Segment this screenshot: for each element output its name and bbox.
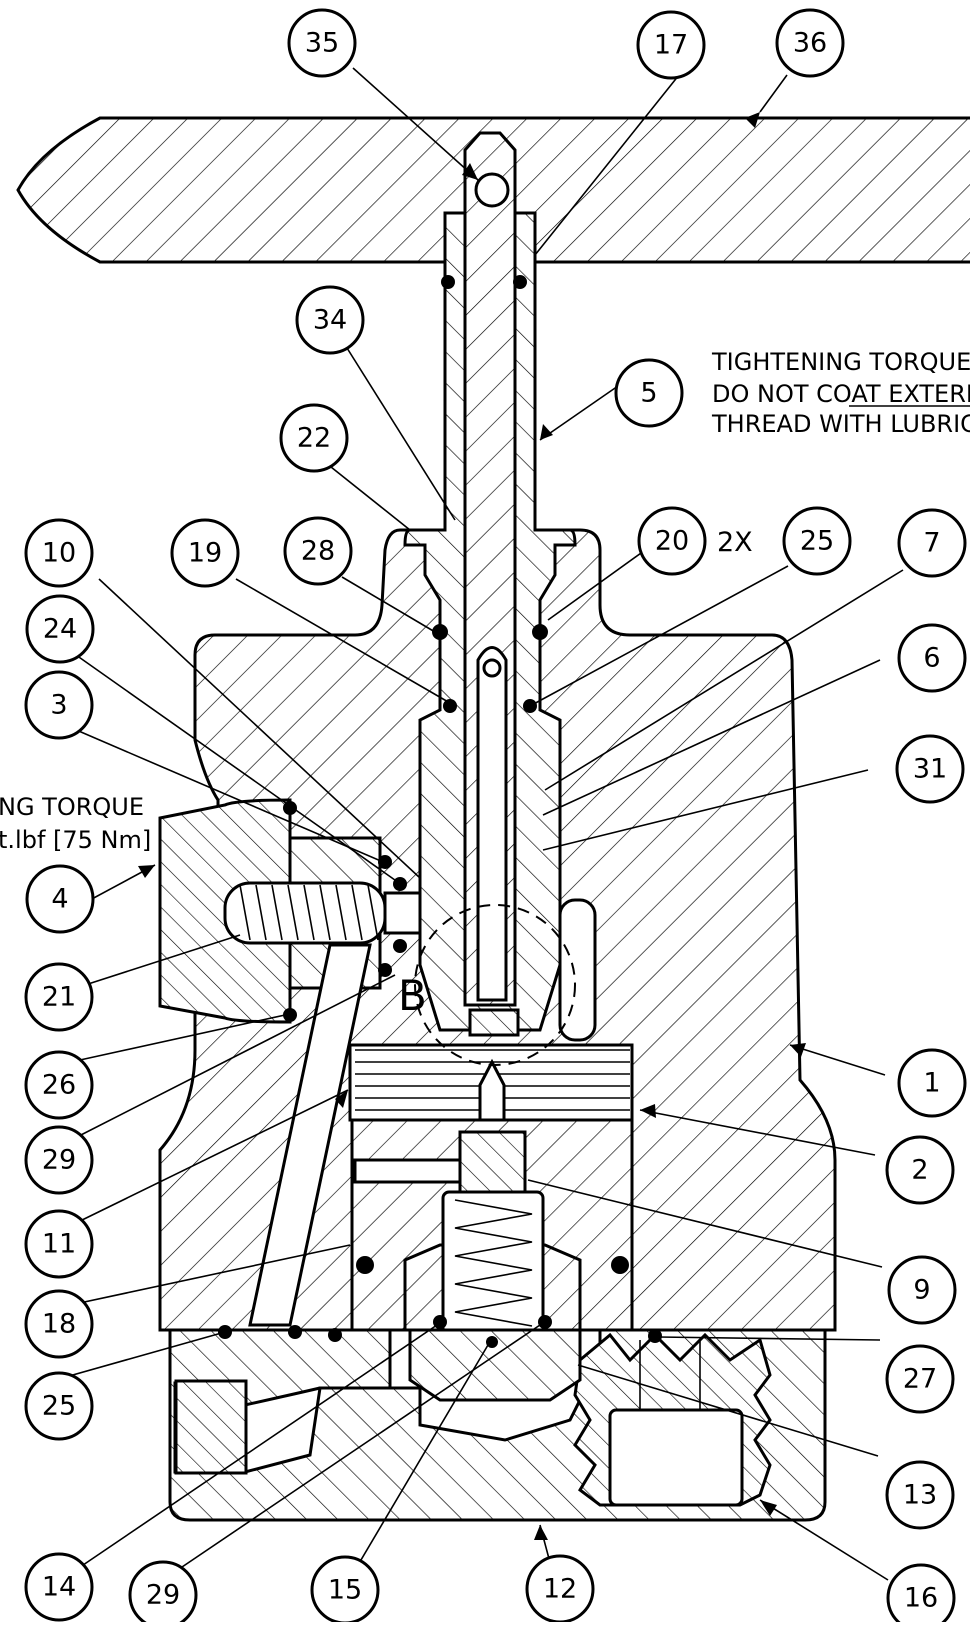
balloon-14: 14: [24, 1552, 94, 1622]
svg-text:TIGHTENING TORQUE: TIGHTENING TORQUE: [711, 348, 970, 376]
svg-text:36: 36: [793, 28, 827, 59]
svg-text:THREAD WITH LUBRIC: THREAD WITH LUBRIC: [711, 410, 970, 438]
svg-text:25: 25: [42, 1391, 76, 1422]
svg-text:26: 26: [42, 1070, 76, 1101]
inner-pin: [476, 646, 508, 1002]
balloon-29-bottom: 29: [128, 1560, 198, 1622]
svg-text:DO NOT COAT EXTERI: DO NOT COAT EXTERI: [712, 380, 970, 408]
arrowheads: [138, 112, 806, 1540]
stem-nut: [468, 1008, 520, 1037]
balloon-12: 12: [525, 1554, 595, 1622]
svg-text:21: 21: [42, 982, 76, 1013]
guide-pin: [558, 898, 597, 1042]
balloon-16: 16: [886, 1563, 956, 1622]
balloon-25-bottom: 25: [24, 1371, 94, 1441]
svg-text:9: 9: [913, 1275, 930, 1306]
svg-text:35: 35: [305, 28, 339, 59]
balloon-3: 3: [24, 670, 94, 740]
balloon-18: 18: [24, 1289, 94, 1359]
spring-15: [441, 1190, 545, 1344]
balloon-5: 5: [614, 358, 684, 428]
o-rings: [218, 275, 662, 1348]
balloon-34: 34: [295, 285, 365, 355]
balloon-27: 27: [885, 1344, 955, 1414]
detail-circle-b: [414, 904, 576, 1066]
balloon-9: 9: [887, 1255, 957, 1325]
svg-text:12: 12: [543, 1574, 577, 1605]
balloon-31: 31: [895, 734, 965, 804]
svg-text:29: 29: [146, 1580, 180, 1611]
balloon-13: 13: [885, 1460, 955, 1530]
svg-text:2: 2: [911, 1155, 928, 1186]
inclined-channel: [248, 943, 372, 1327]
svg-text:6: 6: [923, 643, 940, 674]
balloon-10: 10: [24, 518, 94, 588]
balloon-28: 28: [283, 516, 353, 586]
svg-text:1: 1: [923, 1068, 940, 1099]
svg-text:19: 19: [188, 538, 222, 569]
svg-text:14: 14: [42, 1572, 76, 1603]
balloon-29-side: 29: [24, 1125, 94, 1195]
leader-lines: [54, 67, 904, 1591]
svg-text:5: 5: [640, 378, 657, 409]
balloons: 35 17 36 34 5 22 10 19 28 20 25 7 24 6 3…: [24, 8, 967, 1622]
section-label: B: [398, 971, 427, 1020]
svg-text:4: 4: [51, 884, 68, 915]
side-torque-note: NG TORQUE t.lbf [75 Nm]: [0, 793, 151, 854]
balloon-20: 20: [637, 506, 707, 576]
svg-text:10: 10: [42, 538, 76, 569]
svg-text:29: 29: [42, 1145, 76, 1176]
piston-port: [353, 1158, 462, 1184]
svg-text:24: 24: [43, 614, 77, 645]
svg-text:15: 15: [328, 1575, 362, 1606]
svg-text:27: 27: [903, 1364, 937, 1395]
svg-text:16: 16: [904, 1583, 938, 1614]
svg-text:25: 25: [800, 526, 834, 557]
bottom-port: [174, 1379, 248, 1475]
balloon-15: 15: [310, 1555, 380, 1622]
svg-text:3: 3: [50, 690, 67, 721]
balloon-2: 2: [885, 1135, 955, 1205]
poppet-9: [458, 1130, 527, 1194]
spring-21: [223, 881, 387, 945]
balloon-24: 24: [25, 594, 95, 664]
plug-bore: [608, 1408, 744, 1507]
svg-text:13: 13: [903, 1480, 937, 1511]
balloon-25-top: 25: [782, 506, 852, 576]
balloon-17: 17: [636, 10, 706, 80]
balloon-35: 35: [287, 8, 357, 78]
svg-text:NG TORQUE: NG TORQUE: [0, 793, 144, 821]
balloon-19: 19: [170, 518, 240, 588]
balloon-11: 11: [24, 1209, 94, 1279]
svg-text:18: 18: [42, 1309, 76, 1340]
balloon-21: 21: [24, 962, 94, 1032]
balloon-7: 7: [897, 508, 967, 578]
stem-torque-note: TIGHTENING TORQUE DO NOT COAT EXTERI THR…: [711, 348, 970, 438]
seat-insert: [408, 1328, 582, 1402]
svg-text:11: 11: [42, 1229, 76, 1260]
svg-text:34: 34: [313, 305, 347, 336]
svg-text:20: 20: [655, 526, 689, 557]
balloon-26: 26: [24, 1050, 94, 1120]
balloon-36: 36: [775, 8, 845, 78]
balloon-1: 1: [897, 1048, 967, 1118]
quantity-note: 2X: [717, 527, 753, 558]
balloon-6: 6: [897, 623, 967, 693]
balloon-4: 4: [25, 864, 95, 934]
svg-text:17: 17: [654, 30, 688, 61]
balloon-22: 22: [279, 403, 349, 473]
svg-text:28: 28: [301, 536, 335, 567]
svg-text:7: 7: [923, 528, 940, 559]
pin-35: [474, 172, 510, 208]
svg-text:22: 22: [297, 423, 331, 454]
svg-text:31: 31: [913, 754, 947, 785]
svg-text:t.lbf [75 Nm]: t.lbf [75 Nm]: [0, 826, 151, 854]
